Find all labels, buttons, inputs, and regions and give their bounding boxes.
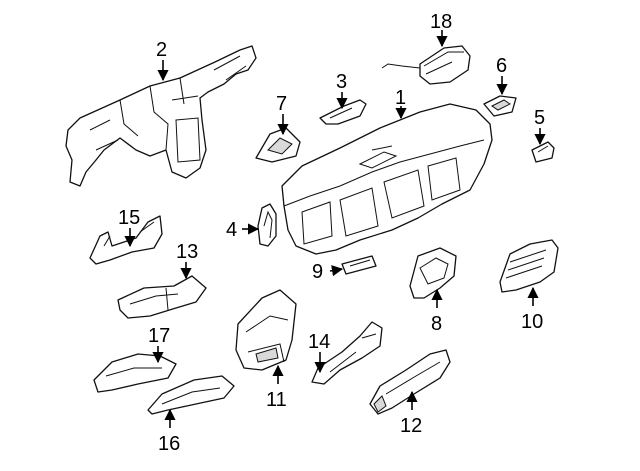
part-15-bracket: [89, 215, 163, 265]
part-6-vent: [483, 95, 517, 117]
callout-16: 16: [158, 433, 180, 455]
part-3-trim-panel: [319, 99, 367, 125]
part-5-switch: [531, 141, 555, 163]
callout-3: 3: [336, 71, 347, 93]
leader-9: [329, 265, 344, 277]
callout-7: 7: [276, 93, 287, 115]
part-1-instrument-panel: [281, 103, 493, 255]
callout-8: 8: [431, 313, 442, 335]
callout-2: 2: [156, 39, 167, 61]
callout-15: 15: [118, 207, 140, 229]
callout-17: 17: [148, 325, 170, 347]
callout-13: 13: [176, 241, 198, 263]
part-7-vent-bezel: [255, 127, 301, 163]
part-18-airbag-module: [381, 45, 471, 85]
callout-14: 14: [308, 331, 330, 353]
callout-4: 4: [226, 219, 237, 241]
callout-10: 10: [521, 311, 543, 333]
part-8-vent-housing: [409, 247, 457, 299]
leader-lines: [124, 30, 546, 428]
callout-9: 9: [312, 261, 323, 283]
part-9-switch-panel: [341, 255, 377, 275]
part-12-side-bracket: [369, 349, 451, 415]
part-10-vent-grille: [499, 239, 559, 293]
part-13-lower-bracket: [117, 275, 207, 319]
callout-1: 1: [395, 87, 406, 109]
callout-labels: 1 2 3 4 5 6 7 8 9 10 11 12 13 14 15 16 1…: [118, 11, 545, 455]
callout-11: 11: [266, 389, 287, 411]
part-16-knee-panel: [147, 375, 235, 415]
part-4-side-cover: [257, 203, 277, 247]
callout-6: 6: [496, 55, 507, 77]
part-2-support-beam: [65, 45, 257, 187]
part-17-lower-cover: [93, 353, 177, 393]
callout-5: 5: [534, 107, 545, 129]
part-14-small-bracket: [311, 321, 383, 385]
callout-18: 18: [430, 11, 452, 33]
callout-12: 12: [400, 415, 422, 437]
part-11-glove-box: [235, 289, 297, 371]
